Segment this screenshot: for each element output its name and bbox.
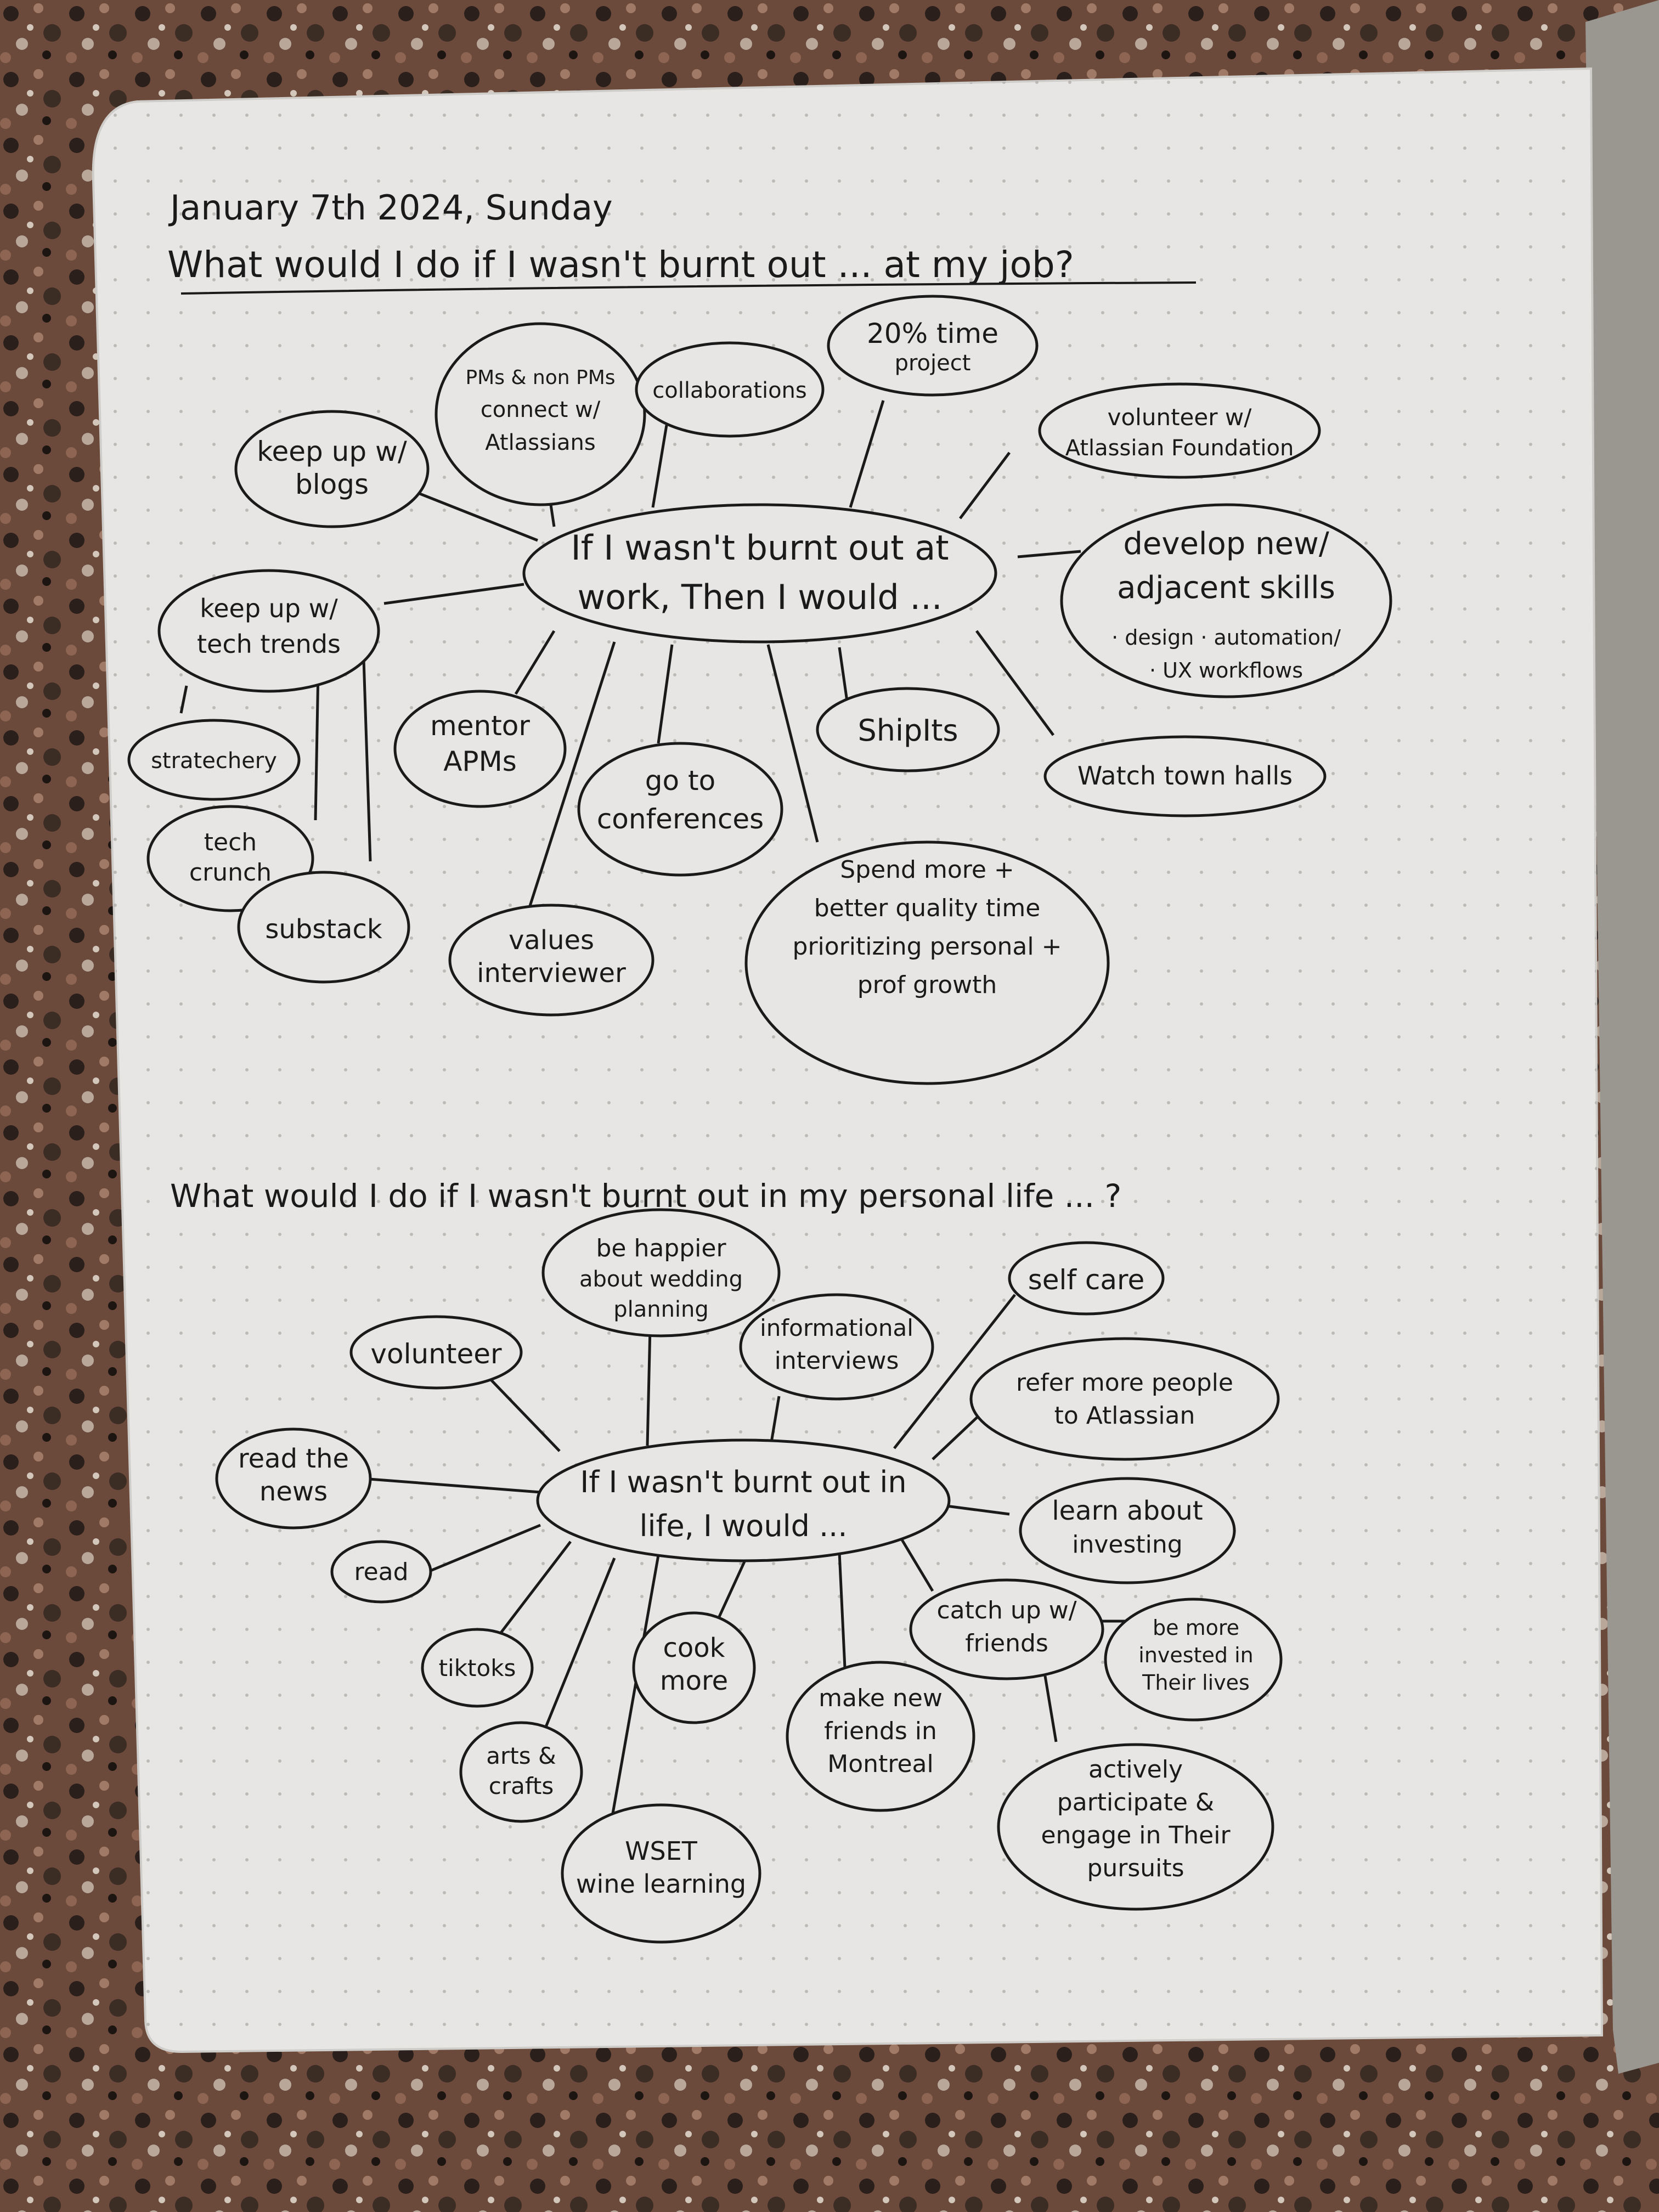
- notebook-cover: [1585, 0, 1659, 2074]
- shipits-label: ShipIts: [857, 713, 958, 748]
- skill-items-line2: · UX workflows: [1149, 658, 1303, 682]
- substack-label: substack: [265, 914, 382, 945]
- go-conferences-line2: conferences: [597, 803, 764, 835]
- page-headings: January 7th 2024, Sunday What would I do…: [167, 188, 1197, 1215]
- pms-connect-line2: connect w/: [481, 397, 601, 422]
- self-care-label: self care: [1028, 1264, 1145, 1296]
- investing-line1: learn about: [1052, 1496, 1203, 1526]
- refer-people-line2: to Atlassian: [1054, 1402, 1195, 1430]
- invested-line2: invested in: [1138, 1643, 1253, 1667]
- life-map-labels: If I wasn't burnt out in life, I would .…: [238, 1234, 1254, 1899]
- quality-time-line3: prioritizing personal +: [793, 933, 1062, 961]
- arts-crafts-line1: arts &: [486, 1742, 556, 1769]
- cook-more-line1: cook: [663, 1633, 725, 1663]
- montreal-line1: make new: [819, 1684, 943, 1712]
- informational-line1: informational: [760, 1314, 913, 1341]
- volunteer-foundation-line1: volunteer w/: [1108, 404, 1252, 431]
- keep-up-tech-line1: keep up w/: [200, 594, 338, 623]
- develop-skills-line2: adjacent skills: [1117, 570, 1335, 606]
- read-news-line1: read the: [238, 1443, 349, 1474]
- go-conferences-line1: go to: [645, 765, 715, 797]
- work-question-heading: What would I do if I wasn't burnt out ..…: [167, 244, 1074, 286]
- participate-line2: participate &: [1057, 1788, 1214, 1816]
- mentor-apms-line2: APMs: [443, 746, 517, 777]
- life-center-line1: If I wasn't burnt out in: [580, 1465, 906, 1499]
- catch-up-line2: friends: [965, 1629, 1048, 1657]
- life-center-line2: life, I would ...: [639, 1509, 847, 1543]
- town-halls-label: Watch town halls: [1077, 761, 1293, 791]
- time-project-line1: 20% time: [867, 318, 998, 349]
- values-interviewer-line2: interviewer: [477, 958, 626, 989]
- keep-up-blogs-line2: blogs: [295, 469, 369, 500]
- values-interviewer-line1: values: [509, 925, 594, 956]
- wset-line2: wine learning: [576, 1869, 746, 1899]
- pms-connect-line3: Atlassians: [485, 430, 595, 455]
- techcrunch-line1: tech: [204, 828, 257, 856]
- montreal-line3: Montreal: [827, 1750, 933, 1778]
- wedding-line1: be happier: [596, 1234, 726, 1262]
- heading-underline: [180, 281, 1197, 295]
- work-center-line2: work, Then I would ...: [577, 577, 942, 617]
- informational-line2: interviews: [775, 1347, 899, 1375]
- cook-more-line2: more: [660, 1666, 728, 1696]
- quality-time-line2: better quality time: [814, 894, 1041, 922]
- time-project-line2: project: [895, 351, 971, 376]
- skill-items-line1: · design · automation/: [1111, 625, 1341, 650]
- quality-time-line1: Spend more +: [840, 856, 1014, 884]
- life-map-connectors: [362, 1294, 1144, 1836]
- read-news-line2: news: [259, 1476, 328, 1507]
- arts-crafts-line2: crafts: [489, 1773, 554, 1799]
- invested-line3: Their lives: [1142, 1671, 1250, 1695]
- stratechery-label: stratechery: [151, 748, 277, 774]
- pms-connect-line1: PMs & non PMs: [465, 366, 615, 389]
- keep-up-blogs-line1: keep up w/: [257, 436, 407, 467]
- mentor-apms-line1: mentor: [430, 710, 530, 742]
- volunteer-label: volunteer: [370, 1338, 502, 1370]
- invested-line1: be more: [1153, 1616, 1239, 1640]
- montreal-line2: friends in: [824, 1717, 937, 1745]
- work-map-labels: If I wasn't burnt out at work, Then I wo…: [151, 318, 1341, 999]
- wedding-line2: about wedding: [579, 1267, 743, 1292]
- collaborations-label: collaborations: [652, 378, 806, 403]
- techcrunch-line2: crunch: [189, 859, 272, 887]
- life-question-heading: What would I do if I wasn't burnt out in…: [170, 1177, 1121, 1215]
- tiktoks-label: tiktoks: [439, 1655, 516, 1681]
- keep-up-tech-line2: tech trends: [197, 629, 341, 659]
- participate-line4: pursuits: [1087, 1854, 1184, 1882]
- wedding-line3: planning: [613, 1297, 709, 1322]
- date-heading: January 7th 2024, Sunday: [168, 188, 613, 228]
- life-map-bubbles: [215, 1208, 1283, 1944]
- work-center-line1: If I wasn't burnt out at: [571, 528, 949, 568]
- participate-line3: engage in Their: [1041, 1821, 1231, 1849]
- quality-time-line4: prof growth: [857, 971, 997, 999]
- develop-skills-line1: develop new/: [1123, 526, 1329, 562]
- participate-line1: actively: [1088, 1756, 1183, 1784]
- work-map-bubbles: [127, 295, 1392, 1085]
- refer-people-line1: refer more people: [1016, 1369, 1233, 1397]
- work-map-connectors: [179, 400, 1081, 917]
- volunteer-foundation-line2: Atlassian Foundation: [1065, 436, 1294, 461]
- read-label: read: [354, 1558, 408, 1586]
- catch-up-line1: catch up w/: [936, 1596, 1076, 1624]
- investing-line2: investing: [1072, 1531, 1182, 1559]
- wset-line1: WSET: [625, 1836, 698, 1866]
